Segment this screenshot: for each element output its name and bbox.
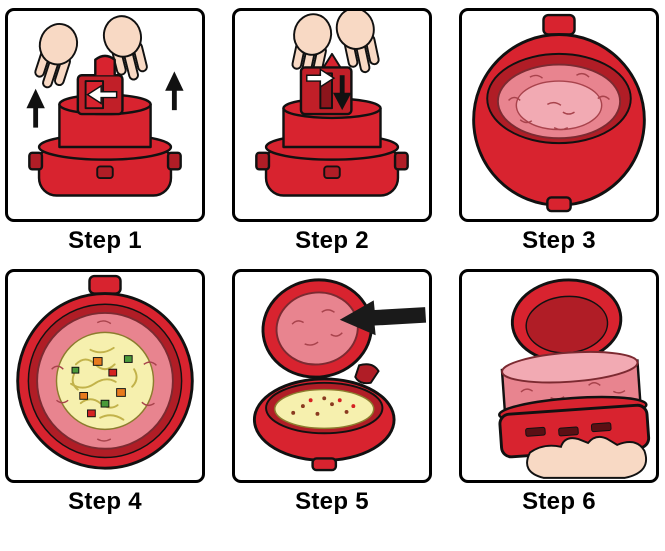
step-4: Step 4 xyxy=(5,269,205,516)
open-bowl-with-meat-shell xyxy=(472,13,646,213)
step-3: Step 3 xyxy=(459,8,659,255)
right-hand-icon xyxy=(335,11,380,74)
bottom-bowl-with-filling xyxy=(252,377,396,472)
step-2-canvas xyxy=(232,8,432,222)
step-5-label: Step 5 xyxy=(295,488,369,515)
step-1-illustration xyxy=(26,15,184,197)
slide-left-arrow-icon xyxy=(86,84,118,105)
step-3-canvas xyxy=(459,8,659,222)
left-hand-icon xyxy=(34,23,79,89)
vegetable-bits xyxy=(71,355,133,418)
step-3-illustration xyxy=(472,13,646,213)
step-6: Step 6 xyxy=(459,269,659,516)
step-3-label: Step 3 xyxy=(522,227,596,254)
step-5: Step 5 xyxy=(232,269,432,516)
up-arrow-icon xyxy=(26,71,184,128)
press-device xyxy=(255,52,409,197)
press-device xyxy=(28,54,182,197)
step-4-label: Step 4 xyxy=(68,488,142,515)
filled-bowl-top-view xyxy=(16,274,194,470)
left-arrow-icon xyxy=(339,300,427,336)
slide-right-arrow-icon xyxy=(306,68,336,89)
assembled-press xyxy=(498,278,651,459)
step-6-canvas xyxy=(459,269,659,483)
step-1-label: Step 1 xyxy=(68,227,142,254)
instruction-sheet: Step 1 xyxy=(5,8,659,516)
step-4-illustration xyxy=(16,274,194,470)
hinge xyxy=(354,363,380,385)
step-1: Step 1 xyxy=(5,8,205,255)
step-2: Step 2 xyxy=(232,8,432,255)
step-4-canvas xyxy=(5,269,205,483)
down-arrow-icon xyxy=(332,75,352,111)
step-2-label: Step 2 xyxy=(295,227,369,254)
step-2-illustration xyxy=(255,11,409,197)
step-6-label: Step 6 xyxy=(522,488,596,515)
holding-hand-icon xyxy=(526,435,648,479)
step-6-illustration xyxy=(498,278,651,479)
step-1-canvas xyxy=(5,8,205,222)
step-5-canvas xyxy=(232,269,432,483)
step-5-illustration xyxy=(252,278,427,472)
